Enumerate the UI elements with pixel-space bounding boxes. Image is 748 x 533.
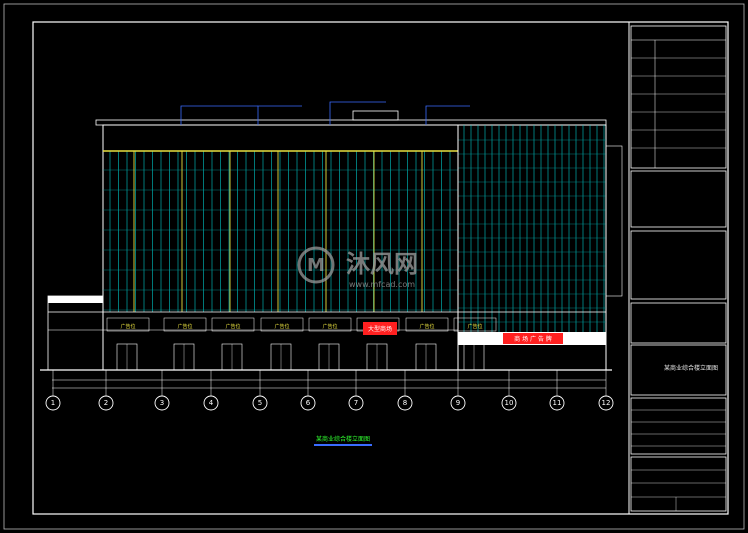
grid-axis-bubble bbox=[501, 395, 517, 411]
storefront-sign-frame bbox=[453, 317, 497, 332]
storefront-sign-text: 广告位 bbox=[120, 323, 135, 330]
sheet-outer-border bbox=[3, 3, 745, 530]
grid-axis-label: 10 bbox=[505, 399, 514, 407]
storefront-sign-frame bbox=[106, 317, 150, 332]
title-block-notes-box bbox=[630, 170, 727, 228]
storefront-sign-text: 广告位 bbox=[419, 323, 434, 330]
grid-axis-bubble bbox=[450, 395, 466, 411]
grid-axis-bubble bbox=[549, 395, 565, 411]
highlight-sign bbox=[363, 322, 397, 335]
left-annex-canopy bbox=[48, 296, 103, 303]
drawing-title-text: 某商业综合楼立面图 bbox=[316, 435, 370, 443]
storefront-sign-text: 广告位 bbox=[177, 323, 192, 330]
storefront-sign-frame bbox=[211, 317, 255, 332]
storefront-sign-frame bbox=[308, 317, 352, 332]
curtain-wall-left bbox=[103, 151, 458, 312]
highlight-sign-text: 大型商场 bbox=[368, 325, 392, 333]
grid-axis-bubble bbox=[598, 395, 614, 411]
watermark-logo-icon bbox=[297, 246, 335, 284]
grid-axis-bubble bbox=[348, 395, 364, 411]
grid-axis-bubble bbox=[203, 395, 219, 411]
storefront-sign-text: 广告位 bbox=[322, 323, 337, 330]
watermark-brand: 沐风网 bbox=[346, 250, 418, 278]
grid-axis-bubble bbox=[397, 395, 413, 411]
grid-axis-bubble bbox=[98, 395, 114, 411]
annotation-leaders bbox=[180, 101, 470, 125]
storefront-sign-frame bbox=[405, 317, 449, 332]
grid-axis-label: 9 bbox=[456, 399, 460, 407]
title-block-signatures bbox=[630, 397, 727, 455]
storefront-sign-text: 广告位 bbox=[467, 323, 482, 330]
title-block-seal-box bbox=[630, 230, 727, 300]
title-block-project-box bbox=[630, 302, 727, 344]
big-ad-text: 商 场 广 告 牌 bbox=[514, 335, 552, 343]
grid-axis-label: 3 bbox=[160, 399, 164, 407]
grid-axis-bubble bbox=[252, 395, 268, 411]
drawing-name-text: 某商业综合楼立面图 bbox=[664, 364, 718, 372]
watermark: M 沐风网 www.mfcad.com bbox=[297, 246, 418, 289]
grid-axis-bubble bbox=[45, 395, 61, 411]
storefront-row: 广告位广告位广告位广告位广告位广告位广告位广告位 bbox=[106, 317, 497, 371]
grid-axis-bubble bbox=[154, 395, 170, 411]
left-annex bbox=[47, 295, 104, 371]
storefront-sign-frame bbox=[163, 317, 207, 332]
title-block-drawing-name-box bbox=[630, 344, 727, 396]
grid-axis-bubble bbox=[300, 395, 316, 411]
right-edge-element bbox=[605, 145, 623, 297]
storefront-sign-text: 广告位 bbox=[274, 323, 289, 330]
drawing-title-underline bbox=[314, 444, 372, 446]
grid-axis-label: 12 bbox=[602, 399, 611, 407]
title-block: 某商业综合楼立面图 bbox=[628, 22, 727, 514]
grid-axis-label: 11 bbox=[553, 399, 562, 407]
grid-axis-label: 1 bbox=[51, 399, 55, 407]
title-block-drawing-number bbox=[630, 456, 727, 512]
curtain-wall-right bbox=[458, 125, 606, 332]
watermark-url: www.mfcad.com bbox=[349, 280, 415, 289]
sheet-inner-border bbox=[32, 21, 729, 515]
grid-axis-label: 6 bbox=[306, 399, 311, 407]
svg-text:M: M bbox=[307, 255, 325, 276]
grid-axis-label: 7 bbox=[354, 399, 358, 407]
building-elevation: 广告位广告位广告位广告位广告位广告位广告位广告位 大型商场 商 场 广 告 牌 bbox=[40, 110, 623, 371]
rooftop-structure bbox=[352, 110, 399, 121]
big-ad-red bbox=[503, 333, 563, 344]
roof-parapet bbox=[95, 119, 607, 126]
grid-axis-label: 4 bbox=[209, 399, 214, 407]
grid-axis-label: 8 bbox=[403, 399, 407, 407]
storefront-sign-frame bbox=[260, 317, 304, 332]
title-block-revision-table bbox=[630, 25, 727, 169]
storefront-sign-text: 广告位 bbox=[225, 323, 240, 330]
grid-axis-label: 5 bbox=[258, 399, 262, 407]
grid-axis-label: 2 bbox=[104, 399, 108, 407]
